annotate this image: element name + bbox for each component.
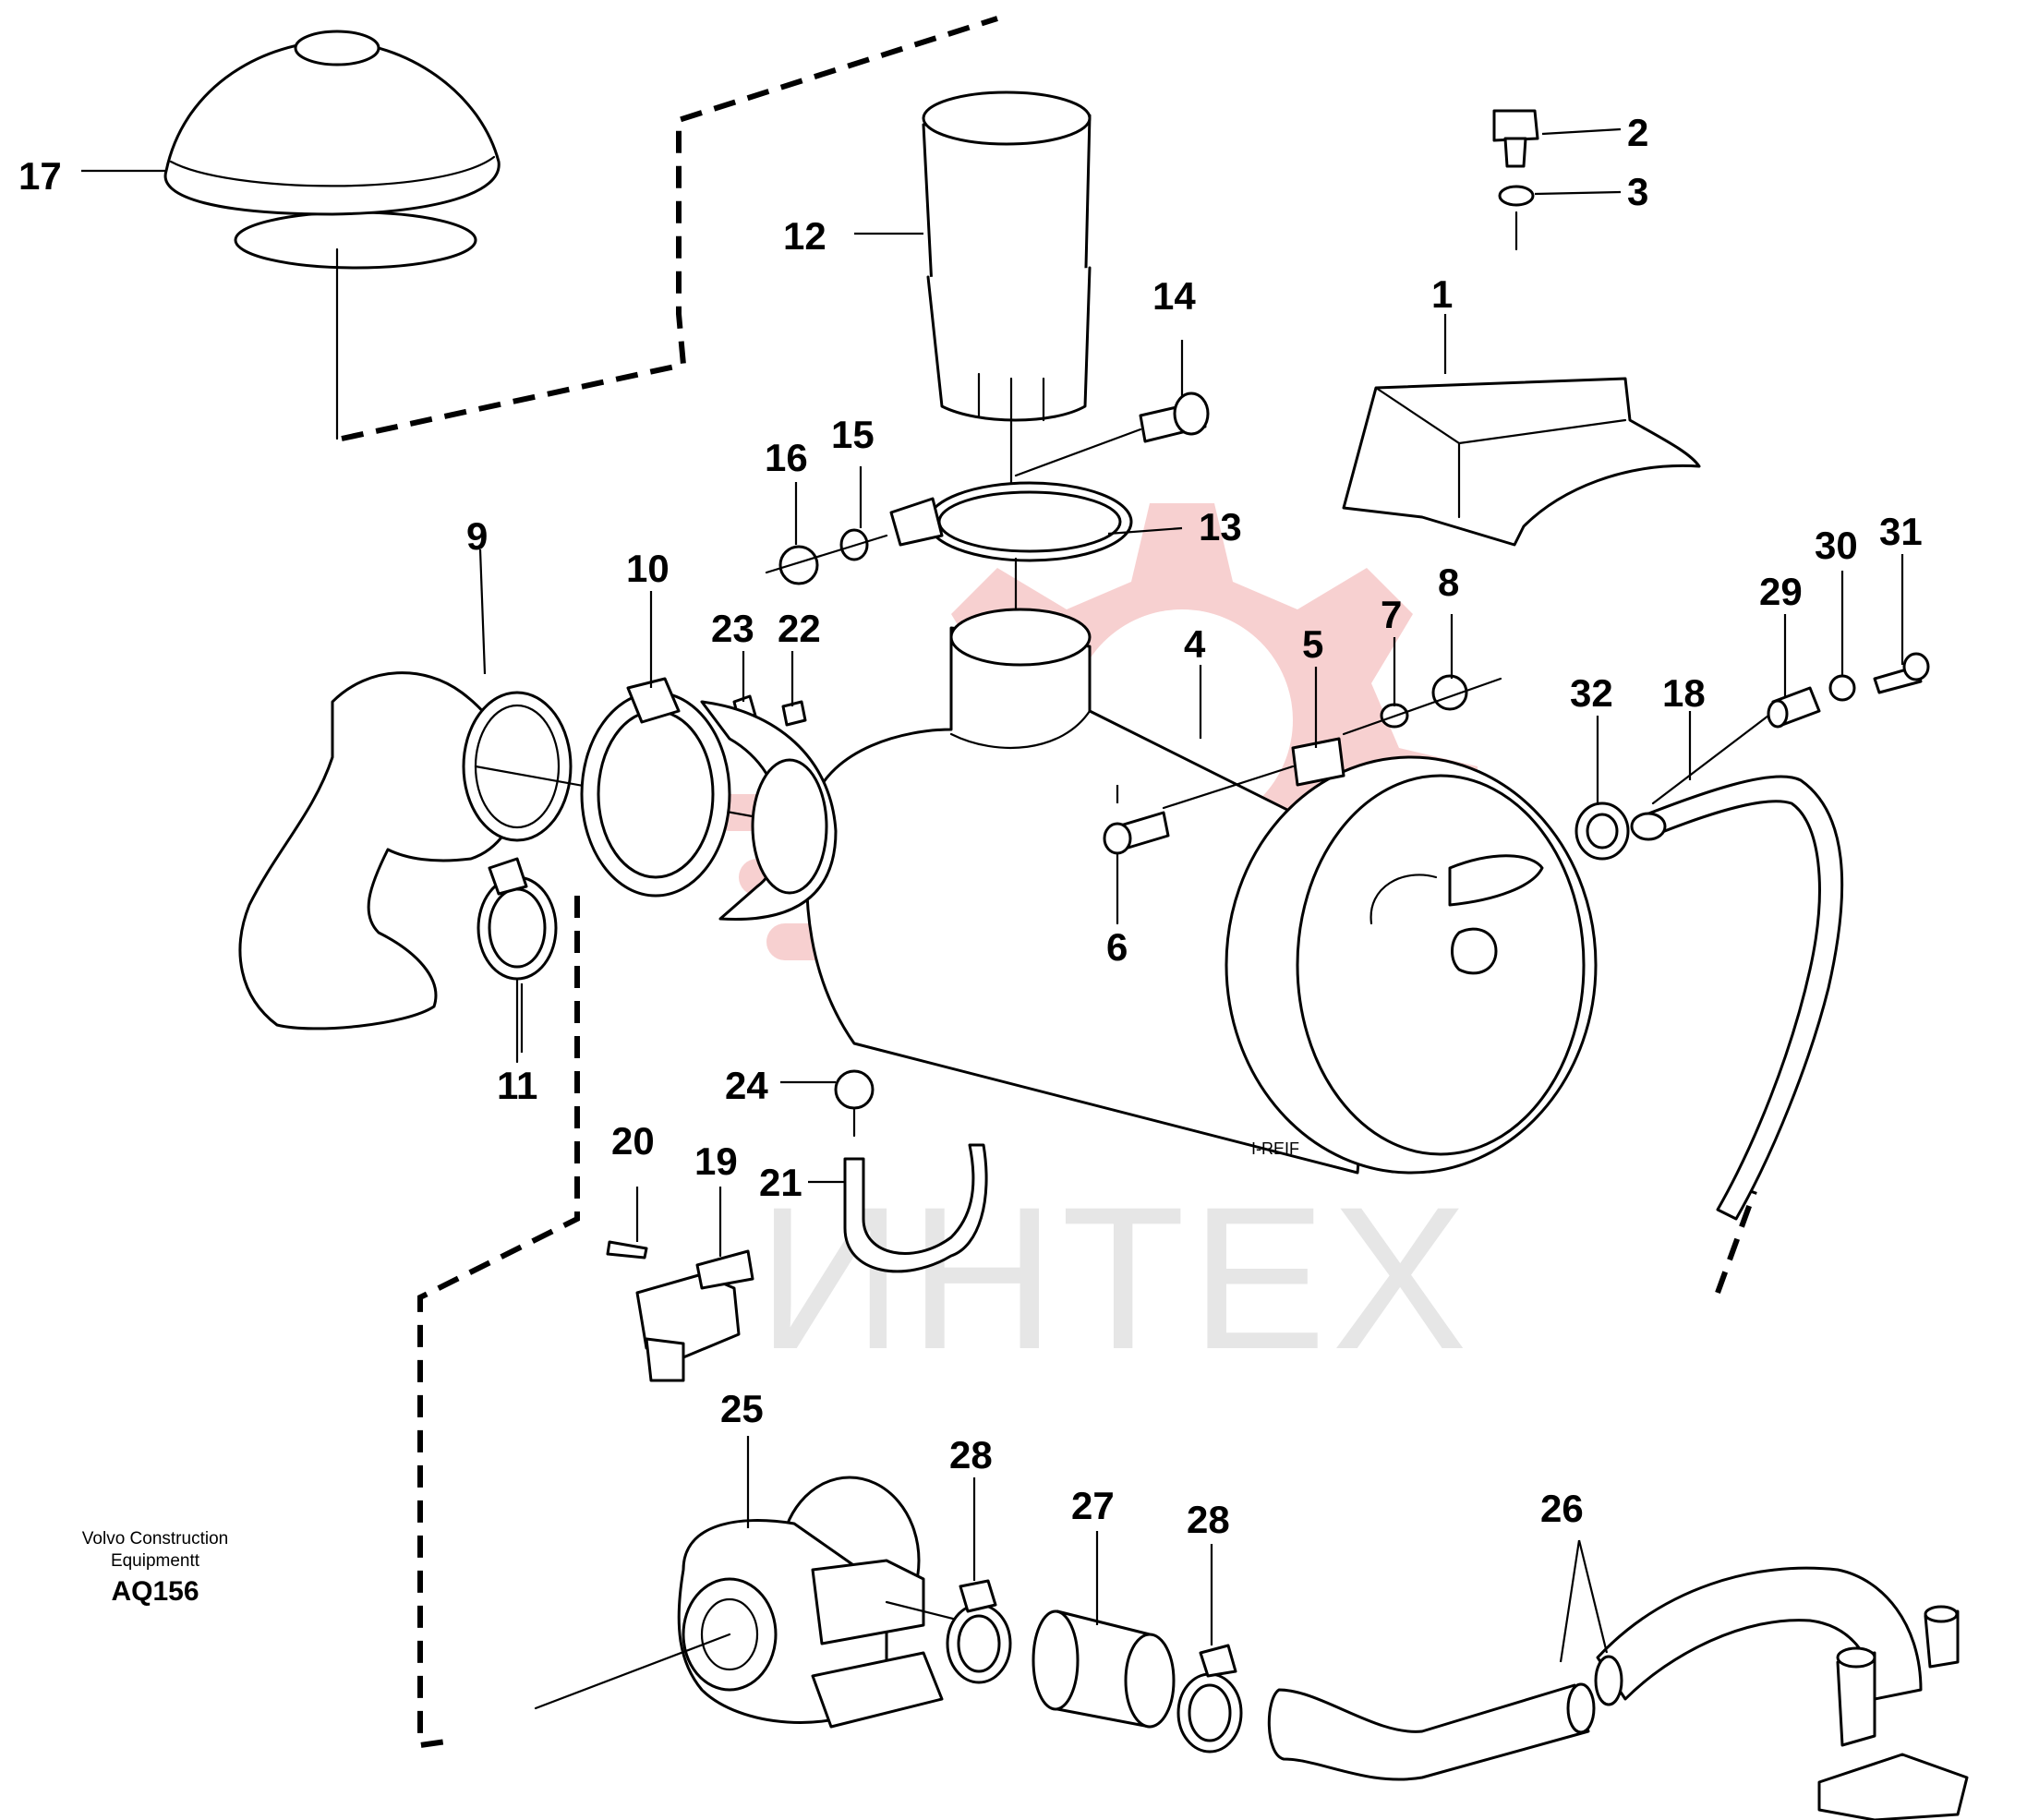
inlet-flange — [700, 700, 838, 922]
label-30: 30 — [1815, 524, 1858, 567]
part-14-bolt — [1014, 392, 1210, 477]
part-31-screw — [1651, 652, 1930, 805]
leader-lines — [81, 127, 1904, 1663]
figure-code: AQ156 — [111, 1576, 199, 1607]
label-28-left: 28 — [949, 1433, 993, 1476]
label-16: 16 — [765, 436, 808, 479]
part-27-hose-sleeve — [1032, 1609, 1176, 1729]
label-9: 9 — [466, 514, 488, 558]
label-31: 31 — [1879, 510, 1923, 553]
part-16-nut — [765, 534, 888, 585]
drafter-mark: I-REIF — [1251, 1139, 1299, 1158]
part-10-hose-clamp — [580, 677, 731, 898]
label-2: 2 — [1627, 111, 1648, 154]
part-4-air-cleaner-housing — [805, 608, 1598, 1175]
label-20: 20 — [611, 1119, 655, 1163]
part-number-labels: 17 2 3 1 12 14 15 16 13 9 10 23 22 4 5 7… — [18, 111, 1923, 1541]
label-32: 32 — [1570, 671, 1613, 715]
label-22: 22 — [778, 607, 821, 650]
part-30-washer — [1828, 674, 1856, 702]
part-26-intake-pipe — [1267, 1566, 1969, 1820]
watermark-text: ИНТЕХ — [757, 1164, 1473, 1392]
label-21: 21 — [759, 1161, 802, 1204]
part-29-fitting — [1767, 686, 1821, 729]
part-21-drain-hose — [843, 1143, 988, 1273]
label-15: 15 — [831, 413, 875, 456]
part-18-hose — [1630, 775, 1844, 1221]
label-4: 4 — [1184, 622, 1206, 666]
maker-line-1: Volvo Construction — [82, 1529, 228, 1549]
label-11: 11 — [497, 1064, 537, 1107]
label-12: 12 — [783, 214, 826, 258]
assembly-dashed-lines — [341, 16, 1757, 1749]
part-24-drain-nut — [834, 1069, 875, 1138]
part-19-sensor — [635, 1199, 754, 1382]
label-10: 10 — [626, 547, 670, 590]
label-24: 24 — [725, 1064, 768, 1107]
label-26: 26 — [1540, 1487, 1584, 1530]
label-29: 29 — [1759, 570, 1803, 613]
label-7: 7 — [1381, 593, 1402, 636]
label-28-right: 28 — [1187, 1498, 1230, 1541]
part-13-band-clamp — [889, 481, 1133, 648]
label-19: 19 — [694, 1139, 738, 1183]
part-6-bolt — [1103, 811, 1170, 925]
figure-caption: Volvo Construction Equipmentt AQ156 — [82, 1529, 228, 1607]
part-5-clamp-strap — [1162, 737, 1345, 810]
label-3: 3 — [1627, 170, 1648, 213]
part-22-clip — [781, 700, 807, 727]
label-23: 23 — [711, 607, 754, 650]
label-5: 5 — [1302, 622, 1323, 666]
label-6: 6 — [1106, 925, 1128, 969]
part-3-washer — [1498, 185, 1535, 251]
label-1: 1 — [1431, 272, 1453, 316]
label-27: 27 — [1071, 1484, 1115, 1527]
part-20-screw — [606, 1240, 648, 1260]
part-25-turbocharger — [534, 1476, 981, 1729]
label-13: 13 — [1199, 505, 1242, 548]
label-8: 8 — [1438, 560, 1459, 604]
part-1-bracket — [1342, 377, 1701, 547]
part-2-screw — [1492, 109, 1539, 168]
part-11-hose-clamp — [477, 857, 558, 1064]
part-8-nut — [1342, 674, 1502, 736]
part-32-clamp — [1574, 802, 1630, 861]
part-28-clamp-left — [946, 1579, 1012, 1684]
maker-line-2: Equipmentt — [111, 1551, 200, 1571]
label-17: 17 — [18, 154, 62, 198]
label-18: 18 — [1662, 671, 1706, 715]
label-25: 25 — [720, 1387, 764, 1430]
part-28-clamp-right — [1176, 1644, 1243, 1754]
part-17-dome-cap — [163, 30, 501, 440]
part-12-intake-pipe — [922, 90, 1092, 537]
label-14: 14 — [1152, 274, 1196, 318]
